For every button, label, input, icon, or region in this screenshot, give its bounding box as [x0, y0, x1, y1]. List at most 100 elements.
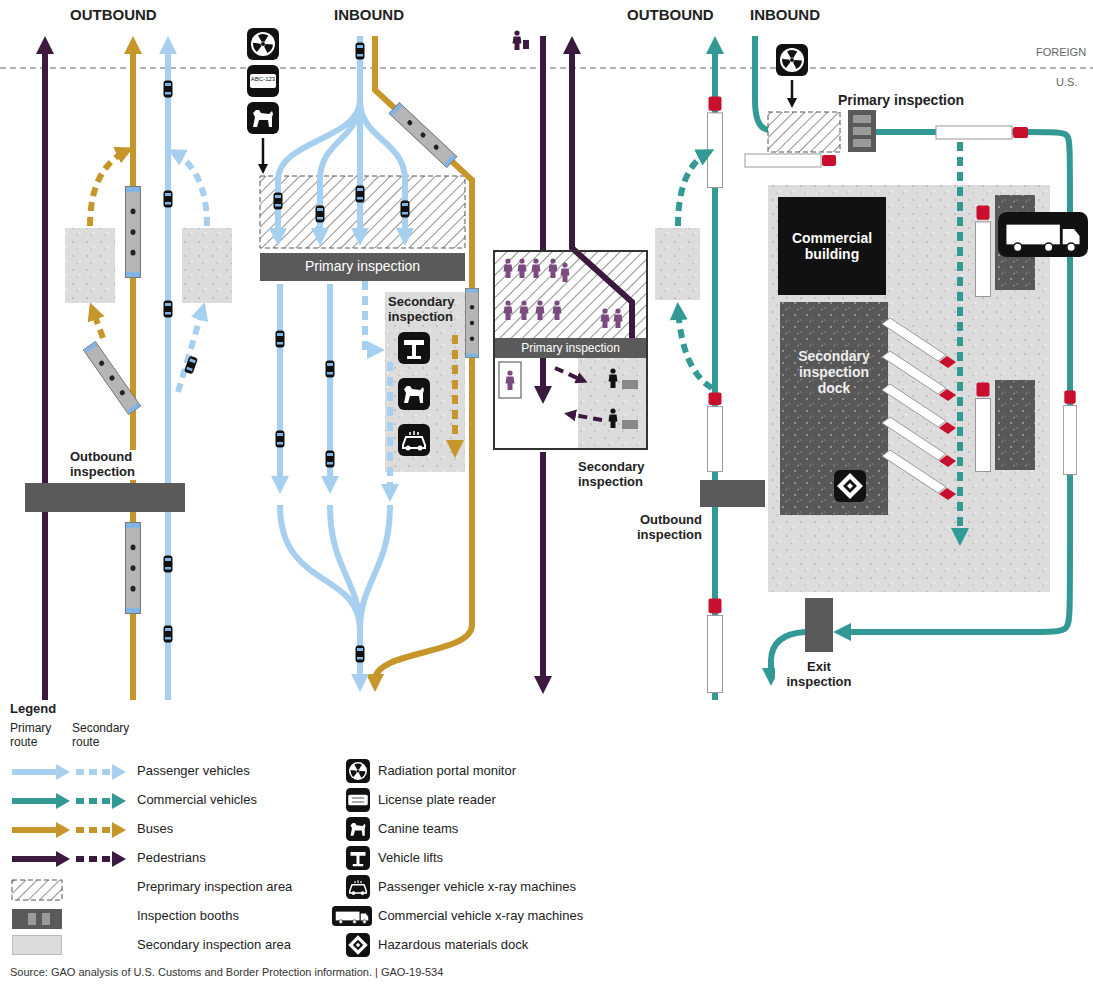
primary-inspection-area: Primary inspection [768, 110, 876, 152]
passenger-inbound [452, 335, 458, 452]
legend-symbol [346, 933, 370, 957]
commercial-lanes [853, 139, 871, 147]
commercial-lanes [834, 470, 866, 502]
pedestrian-lanes [568, 414, 602, 420]
label-holder: INBOUND [750, 6, 820, 23]
passenger-inbound [330, 505, 360, 630]
node-label: Exit inspection [775, 660, 863, 690]
legend-symbol [346, 846, 370, 870]
legend-text: Hazardous materials dock [378, 938, 528, 953]
label-holder: Primary route [10, 722, 66, 750]
label-holder: OUTBOUND [627, 6, 714, 23]
passenger-inbound [385, 292, 465, 472]
commercial-building: Commercial building [778, 197, 886, 295]
legend-symbol [12, 759, 372, 957]
outbound-lanes [45, 42, 232, 700]
legend-text: Commercial vehicles [137, 793, 257, 808]
passenger-inbound [375, 36, 472, 686]
side-label: U.S. [1056, 76, 1077, 89]
label-holder: OUTBOUND [70, 6, 157, 23]
label-holder: FOREIGN [1036, 46, 1086, 59]
pedestrian-figure [518, 258, 527, 278]
legend-symbol [346, 788, 370, 812]
passenger-inbound [247, 65, 279, 97]
legend-item: Pedestrians [12, 851, 206, 866]
outbound-lanes [90, 150, 128, 226]
pedestrian-lanes [609, 408, 618, 428]
legend-symbol [332, 906, 372, 926]
route-sample [76, 827, 114, 833]
legend-text: Passenger vehicles [137, 764, 250, 779]
passenger-inbound [316, 206, 325, 223]
route-sample [76, 769, 114, 775]
inspection-booth: Exit inspection [805, 598, 833, 652]
legend-text: Preprimary inspection area [137, 880, 292, 895]
route-sample [12, 798, 58, 804]
pedestrian-lanes [499, 362, 521, 398]
label-holder: Legend [10, 702, 56, 717]
route-sample [12, 769, 58, 775]
commercial-lanes [678, 152, 709, 226]
pedestrian-figure [614, 308, 623, 328]
legend-text: Passenger vehicle x-ray machines [378, 880, 576, 895]
label-holder: ABC-123 [250, 76, 276, 83]
outbound-lanes [164, 626, 173, 643]
legend-swatch [12, 822, 128, 838]
legend-heading: Secondary route [72, 722, 136, 750]
commercial-lanes [1063, 390, 1076, 474]
pedestrian-figure [532, 258, 541, 278]
outbound-lanes [42, 42, 48, 700]
border-line [0, 67, 1093, 69]
passenger-inbound [247, 28, 479, 686]
pedestrian-lanes [578, 358, 646, 448]
commercial-lanes [976, 383, 991, 472]
route-sample [112, 851, 126, 867]
legend-item: Passenger vehicle x-ray machines [378, 880, 576, 895]
node-label: Primary inspection [495, 338, 646, 358]
legend-item: Inspection booths [12, 909, 239, 924]
outbound-lanes [164, 191, 173, 208]
label-holder: INBOUND [334, 6, 404, 23]
commercial-lanes [745, 154, 821, 167]
pedestrian-lanes [495, 30, 646, 688]
passenger-inbound [360, 505, 390, 630]
node-label: Commercial building [778, 224, 886, 268]
passenger-inbound [356, 646, 365, 663]
node-label: Secondary inspection [385, 292, 465, 328]
passenger-inbound [276, 331, 285, 348]
passenger-inbound [277, 284, 283, 488]
passenger-inbound [398, 378, 430, 410]
pedestrian-figure [601, 308, 610, 328]
outbound-lanes [65, 228, 115, 303]
passenger-inbound [401, 201, 410, 218]
outbound-lanes [178, 308, 203, 392]
pedestrian-inspection-box: Primary inspectionSecondary inspection [493, 250, 648, 450]
legend-item: Commercial vehicle x-ray machines [378, 909, 583, 924]
legend-symbol [12, 880, 62, 900]
pedestrian-lanes [622, 380, 638, 389]
route-sample [112, 822, 126, 838]
section-heading: OUTBOUND [627, 6, 714, 23]
commercial-lanes [1013, 127, 1028, 138]
passenger-inbound [387, 362, 393, 496]
passenger-inbound [398, 332, 430, 364]
legend-symbol [42, 913, 50, 925]
outbound-lanes [126, 187, 141, 278]
legend-item: Passenger vehicles [12, 764, 250, 779]
legend-item: Preprimary inspection area [12, 880, 292, 895]
legend-heading: Legend [10, 702, 56, 717]
pedestrian-lanes [622, 420, 638, 429]
legend-symbol [346, 817, 370, 841]
node-label: Secondary inspection dock [780, 342, 888, 402]
route-connector [365, 281, 379, 350]
section-heading: INBOUND [750, 6, 820, 23]
inspection-booth-band: Primary inspection [260, 253, 465, 281]
pedestrian-figure [504, 300, 513, 320]
legend-text: Pedestrians [137, 851, 206, 866]
route-sample [112, 764, 126, 780]
legend-item: Buses [12, 822, 173, 837]
legend-item: Canine teams [378, 822, 458, 837]
commercial-lanes [776, 44, 808, 76]
